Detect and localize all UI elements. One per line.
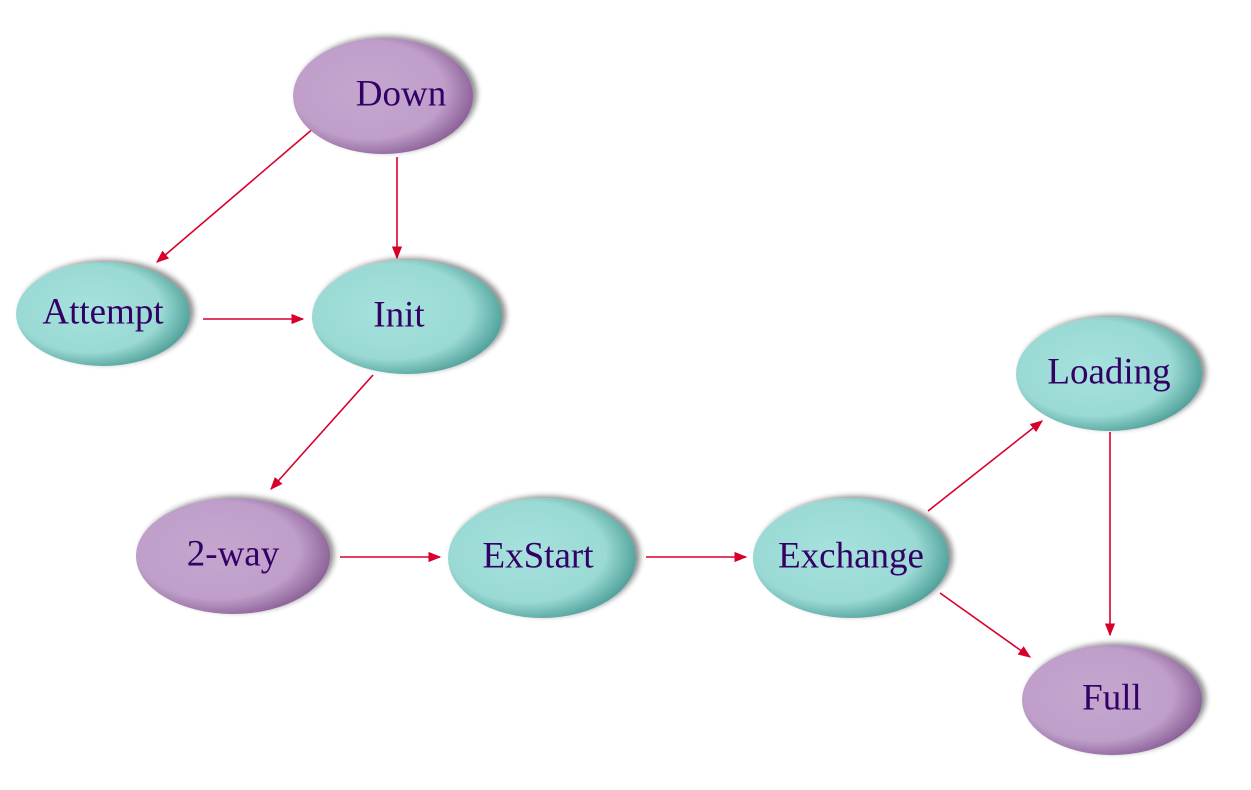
state-label: 2-way	[187, 534, 280, 575]
state-ellipse	[1022, 645, 1202, 755]
state-node-init: Init	[312, 260, 502, 374]
state-ellipse	[448, 498, 636, 618]
arrow-down-to-attempt	[156, 126, 316, 263]
state-label: Down	[356, 74, 446, 115]
state-node-twoway: 2-way	[136, 498, 330, 614]
state-label: ExStart	[483, 536, 595, 577]
state-label: Full	[1082, 678, 1142, 719]
state-ellipse	[293, 38, 473, 154]
state-ellipse	[753, 498, 949, 618]
state-ellipse	[312, 260, 502, 374]
state-ellipse	[1016, 317, 1202, 431]
state-node-attempt: Attempt	[16, 262, 190, 366]
state-label: Attempt	[42, 292, 164, 333]
arrow-exchange-to-loading	[927, 420, 1044, 512]
state-label: Init	[373, 295, 425, 336]
arrow-init-to-twoway	[270, 374, 374, 490]
state-ellipse	[16, 262, 190, 366]
state-ellipse	[136, 498, 330, 614]
state-node-full: Full	[1022, 645, 1202, 755]
arrow-exchange-to-full	[939, 592, 1032, 658]
transition-arrows	[156, 126, 1116, 658]
state-node-loading: Loading	[1016, 317, 1202, 431]
state-node-exstart: ExStart	[448, 498, 636, 618]
state-node-exchange: Exchange	[753, 498, 949, 618]
state-label: Loading	[1047, 352, 1170, 393]
state-label: Exchange	[778, 536, 924, 577]
state-node-down: Down	[293, 38, 473, 154]
